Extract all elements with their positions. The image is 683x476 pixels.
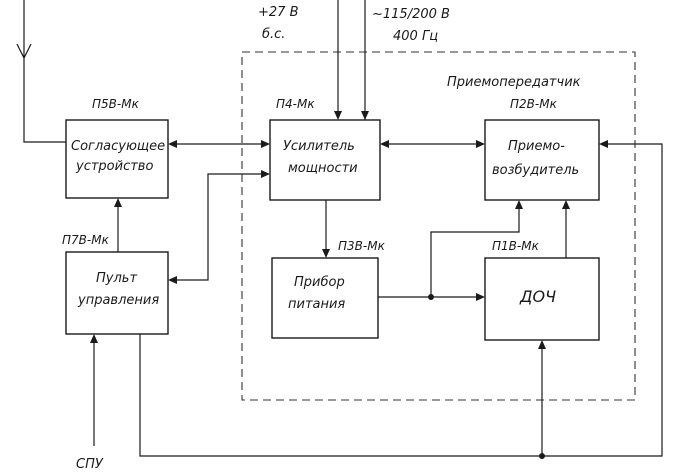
power-supply-line1: Прибор xyxy=(294,275,345,290)
arrow-icon xyxy=(168,276,177,284)
doch-block: П1В-Мк ДОЧ xyxy=(484,239,600,341)
power-ac-label: ~115/200 В xyxy=(372,7,450,22)
control-panel-line2: управления xyxy=(77,293,159,308)
powersupply-exciter-link xyxy=(430,208,520,297)
arrow-icon xyxy=(476,140,485,148)
receiver-exciter-block: П2В-Мк Приемо- возбудитель xyxy=(484,97,600,201)
receiver-exciter-line1: Приемо- xyxy=(508,139,565,154)
transceiver-boundary xyxy=(241,51,636,401)
power-dc-arrow-icon xyxy=(334,111,342,120)
arrow-icon xyxy=(90,334,98,343)
power-amplifier-block: П4-Мк Усилитель мощности xyxy=(269,97,381,201)
power-ac-arrow-icon xyxy=(361,111,369,120)
power-supply-block: П3В-Мк Прибор питания xyxy=(271,239,386,339)
matching-device-code: П5В-Мк xyxy=(92,97,140,111)
doch-label: ДОЧ xyxy=(519,287,556,306)
power-supply-code: П3В-Мк xyxy=(338,239,386,253)
power-ac-sublabel: 400 Гц xyxy=(393,29,438,44)
arrow-icon xyxy=(538,340,546,349)
arrow-icon xyxy=(515,200,523,209)
arrow-icon xyxy=(562,200,570,209)
matching-device-block: П5В-Мк Согласующее устройство xyxy=(65,97,169,199)
arrow-icon xyxy=(261,170,270,178)
matching-device-line1: Согласующее xyxy=(71,139,165,154)
arrow-icon xyxy=(168,140,177,148)
arrow-icon xyxy=(476,293,485,301)
antenna-line xyxy=(23,0,66,143)
receiver-exciter-line2: возбудитель xyxy=(492,163,579,178)
power-dc-label: +27 В xyxy=(258,5,299,20)
control-panel-code: П7В-Мк xyxy=(62,233,110,247)
arrow-icon xyxy=(322,249,330,258)
control-panel-block: П7В-Мк Пульт управления xyxy=(62,233,169,335)
power-dc-sublabel: б.с. xyxy=(262,27,285,42)
control-amplifier-link xyxy=(176,173,262,281)
power-amplifier-line2: мощности xyxy=(288,161,358,176)
control-panel-line1: Пульт xyxy=(96,271,137,286)
power-amplifier-line1: Усилитель xyxy=(283,139,355,154)
arrow-icon xyxy=(261,140,270,148)
junction-dot xyxy=(539,453,545,459)
power-amplifier-code: П4-Мк xyxy=(276,97,315,111)
spu-label: СПУ xyxy=(76,457,104,472)
power-supply-line2: питания xyxy=(288,297,345,312)
antenna-arrow-icon xyxy=(16,43,32,60)
receiver-exciter-code: П2В-Мк xyxy=(510,97,558,111)
transceiver-title: Приемопередатчик xyxy=(447,75,581,90)
control-bus-loop xyxy=(139,143,663,457)
doch-code: П1В-Мк xyxy=(492,239,540,253)
arrow-icon xyxy=(380,140,389,148)
matching-device-line2: устройство xyxy=(75,159,153,174)
arrow-icon xyxy=(114,198,122,207)
arrow-icon xyxy=(599,140,608,148)
